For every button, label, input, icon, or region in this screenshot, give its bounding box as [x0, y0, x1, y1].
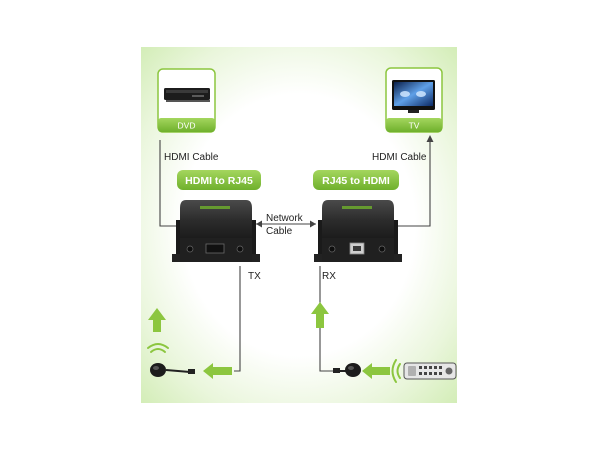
green-arrow-icon: [148, 308, 232, 379]
tv-icon: [392, 80, 435, 113]
network-cable-label-line2: Cable: [266, 226, 293, 237]
rx-label: RX: [322, 271, 336, 282]
ir-eye-icon-rx: [333, 363, 361, 377]
green-arrow-icon-rx: [311, 302, 390, 379]
tv-display-box: TV: [385, 67, 443, 133]
rx-receiver-unit: [314, 200, 402, 262]
dvd-label: DVD: [178, 121, 196, 131]
rx-badge: RJ45 to HDMI: [313, 170, 399, 190]
dvd-player-icon: [164, 88, 210, 102]
tx-badge: HDMI to RJ45: [177, 170, 261, 190]
rx-badge-text: RJ45 to HDMI: [322, 175, 390, 187]
tx-label: TX: [248, 271, 261, 282]
dvd-source-box: DVD: [157, 68, 216, 133]
hdmi-cable-label-left: HDMI Cable: [164, 152, 219, 163]
remote-control-icon: [403, 362, 457, 380]
wifi-signal-icon-remote: [391, 359, 401, 383]
hdmi-cable-lines: [159, 140, 431, 227]
tx-badge-text: HDMI to RJ45: [185, 175, 253, 187]
hdmi-cable-label-right: HDMI Cable: [372, 152, 427, 163]
tv-label: TV: [409, 121, 420, 131]
network-cable-label-line1: Network: [266, 213, 304, 224]
ir-eye-icon: [150, 363, 195, 377]
tx-transmitter-unit: [172, 200, 260, 262]
wifi-signal-icon: [147, 343, 169, 353]
